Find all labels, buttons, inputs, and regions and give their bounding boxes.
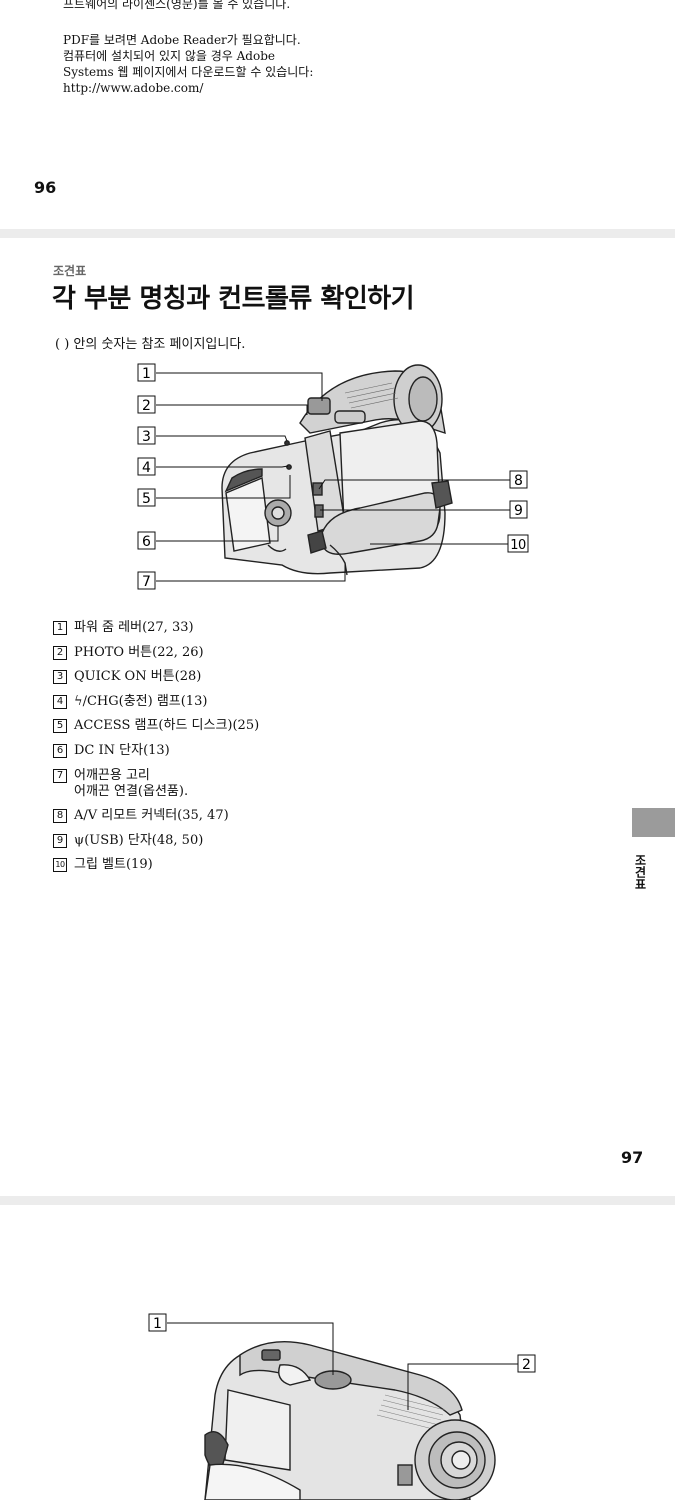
- legend-item: 8 A/V 리모트 커넥터(35, 47): [53, 808, 259, 824]
- legend-number: 4: [53, 694, 67, 709]
- legend-number: 2: [53, 645, 67, 660]
- legend-item: 1 파워 줌 레버(27, 33): [53, 620, 259, 636]
- legend-number: 10: [53, 858, 67, 873]
- callout-1: 1: [148, 1313, 167, 1332]
- legend-number: 7: [53, 768, 67, 783]
- page-98: 1 2: [0, 1205, 675, 1500]
- body-text-line: PDF를 보려면 Adobe Reader가 필요합니다.: [63, 33, 301, 47]
- svg-text:6: 6: [142, 534, 151, 550]
- page-separator: [0, 1196, 675, 1205]
- callout-2: 2: [517, 1354, 536, 1373]
- legend-text: ϟ/CHG(충전) 램프(13): [74, 693, 208, 709]
- camcorder-diagram: 1 2 3 4 5 6 7 8 9 10: [137, 363, 529, 590]
- legend-number: 1: [53, 621, 67, 635]
- legend-number: 8: [53, 809, 67, 824]
- legend-text: ψ(USB) 단자(48, 50): [74, 832, 204, 848]
- page-96: 프트웨어의 라이센스(영문)를 볼 수 있습니다. PDF를 보려면 Adobe…: [0, 0, 675, 229]
- camcorder-front-diagram: 1 2: [148, 1313, 536, 1500]
- callout-6: 6: [137, 531, 156, 550]
- parts-legend: 1 파워 줌 레버(27, 33) 2 PHOTO 버튼(22, 26) 3 QUIC…: [53, 620, 259, 882]
- callout-8: 8: [509, 470, 528, 489]
- side-index-label: 조견표: [633, 854, 647, 890]
- legend-number: 9: [53, 833, 67, 848]
- svg-text:1: 1: [142, 366, 151, 382]
- legend-text: 어깨끈용 고리: [74, 767, 150, 783]
- body-text-line: Systems 웹 페이지에서 다운로드할 수 있습니다:: [63, 65, 314, 79]
- legend-item: 6 DC IN 단자(13): [53, 743, 259, 759]
- svg-text:2: 2: [522, 1357, 531, 1373]
- page-97: 조견표 각 부분 명칭과 컨트롤류 확인하기 ( ) 안의 숫자는 참조 페이지…: [0, 238, 675, 1196]
- legend-text: 파워 줌 레버(27, 33): [74, 620, 194, 635]
- legend-text: DC IN 단자(13): [74, 742, 170, 758]
- svg-text:2: 2: [142, 398, 151, 414]
- page-title: 각 부분 명칭과 컨트롤류 확인하기: [52, 284, 415, 314]
- svg-text:4: 4: [142, 460, 151, 476]
- legend-text: 그립 벨트(19): [74, 857, 153, 873]
- legend-number: 3: [53, 670, 67, 685]
- legend-text: ACCESS 램프(하드 디스크)(25): [74, 718, 260, 734]
- legend-item: 3 QUICK ON 버튼(28): [53, 669, 259, 685]
- callout-10: 10: [507, 534, 529, 553]
- callout-7: 7: [137, 571, 156, 590]
- legend-item: 2 PHOTO 버튼(22, 26): [53, 645, 259, 661]
- body-text-line: 컴퓨터에 설치되어 있지 않을 경우 Adobe: [63, 49, 275, 63]
- legend-item: 9 ψ(USB) 단자(48, 50): [53, 833, 259, 849]
- legend-text: QUICK ON 버튼(28): [74, 669, 202, 685]
- svg-text:3: 3: [142, 429, 151, 445]
- legend-item: 5 ACCESS 램프(하드 디스크)(25): [53, 718, 259, 734]
- legend-text: A/V 리모트 커넥터(35, 47): [74, 808, 229, 824]
- page-number: 96: [34, 178, 57, 197]
- svg-text:5: 5: [142, 491, 151, 507]
- body-text-line: http://www.adobe.com/: [63, 81, 204, 95]
- page-number: 97: [621, 1148, 644, 1167]
- legend-text-continued: 어깨끈 연결(옵션품).: [74, 783, 189, 799]
- svg-text:8: 8: [514, 473, 523, 489]
- reference-note: ( ) 안의 숫자는 참조 페이지입니다.: [55, 337, 246, 352]
- legend-number: 5: [53, 719, 67, 734]
- callout-4: 4: [137, 457, 156, 476]
- callout-1: 1: [137, 363, 156, 382]
- body-text-line: 프트웨어의 라이센스(영문)를 볼 수 있습니다.: [63, 0, 291, 11]
- svg-text:10: 10: [510, 538, 526, 553]
- callout-2: 2: [137, 395, 156, 414]
- svg-text:1: 1: [153, 1316, 162, 1332]
- page-separator: [0, 229, 675, 238]
- callout-3: 3: [137, 426, 156, 445]
- legend-number: 6: [53, 743, 67, 758]
- callout-5: 5: [137, 488, 156, 507]
- section-label: 조견표: [53, 264, 87, 278]
- side-index-tab: [632, 808, 675, 837]
- svg-text:9: 9: [514, 503, 523, 519]
- legend-text: PHOTO 버튼(22, 26): [74, 644, 204, 660]
- callout-9: 9: [509, 500, 528, 519]
- legend-item: 4 ϟ/CHG(충전) 램프(13): [53, 694, 259, 710]
- legend-item: 10 그립 벨트(19): [53, 857, 259, 873]
- svg-text:7: 7: [142, 574, 151, 590]
